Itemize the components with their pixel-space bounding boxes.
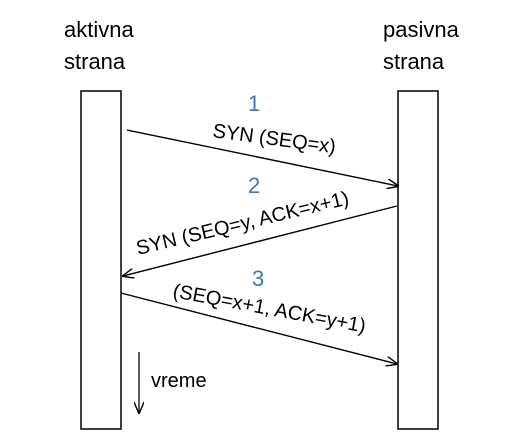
step-2-number: 2 — [248, 173, 260, 198]
message-2-arrow — [123, 205, 398, 276]
step-1-number: 1 — [248, 91, 260, 116]
passive-side-label: pasivna strana — [383, 14, 459, 78]
active-side-line1: aktivna — [64, 17, 134, 42]
message-3-label: (SEQ=x+1, ACK=y+1) — [171, 280, 367, 337]
passive-side-lifeline — [397, 90, 439, 430]
step-3-number: 3 — [252, 266, 264, 291]
message-3-arrow — [120, 292, 397, 364]
active-side-lifeline — [80, 90, 122, 430]
message-1-label: SYN (SEQ=x) — [211, 120, 337, 158]
passive-side-line1: pasivna — [383, 17, 459, 42]
active-side-label: aktivna strana — [64, 14, 134, 78]
message-2-label: SYN (SEQ=y, ACK=x+1) — [134, 188, 351, 260]
time-label: vreme — [151, 370, 207, 392]
passive-side-line2: strana — [383, 49, 445, 74]
active-side-line2: strana — [64, 49, 126, 74]
message-1-arrow — [126, 129, 398, 186]
